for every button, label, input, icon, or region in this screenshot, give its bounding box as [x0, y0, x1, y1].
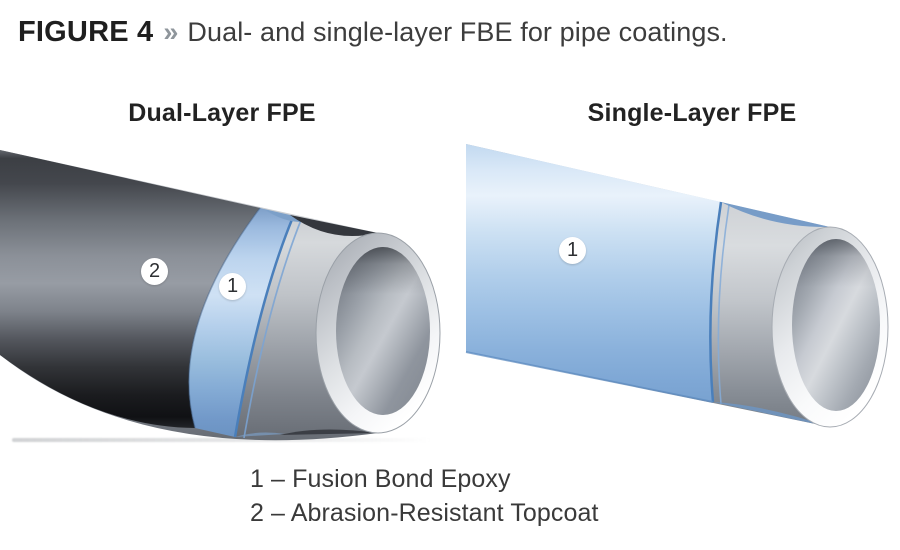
fbe-edge-line: [233, 216, 295, 438]
pipe-bore-shadow: [336, 247, 430, 415]
topcoat-fbe-boundary-line: [188, 207, 261, 429]
bottom-silhouette-fbe-sliver: [235, 432, 285, 437]
top-silhouette-fbe-wedge: [721, 202, 830, 228]
figure-header: FIGURE 4 » Dual- and single-layer FBE fo…: [18, 16, 878, 49]
fbe-edge-line: [709, 201, 723, 403]
fbe-band-layer: [188, 208, 293, 437]
marker-fbe-single: 1: [559, 237, 586, 264]
dual-layer-pipe-illustration: [0, 150, 441, 441]
legend-item-topcoat: 2 – Abrasion-Resistant Topcoat: [250, 499, 599, 527]
top-silhouette-topcoat-wedge: [290, 215, 378, 237]
bottom-silhouette-fbe-sliver: [713, 402, 830, 427]
fbe-bottom-outline: [465, 351, 714, 403]
dual-layer-title: Dual-Layer FPE: [128, 99, 316, 127]
pipe-bore-shadow: [792, 239, 880, 411]
legend-item-fbe: 1 – Fusion Bond Epoxy: [250, 465, 511, 493]
pipe-drop-shadow: [12, 438, 432, 442]
marker-fbe-dual: 1: [219, 273, 246, 300]
legend: 1 – Fusion Bond Epoxy 2 – Abrasion-Resis…: [250, 462, 599, 530]
figure-label: FIGURE 4: [18, 16, 154, 48]
single-layer-pipe-illustration: [465, 144, 889, 428]
fbe-feather-edge-line: [243, 219, 302, 439]
fbe-feather-edge-line: [717, 204, 730, 405]
marker-topcoat-dual: 2: [141, 258, 168, 285]
abrasion-topcoat-layer: [0, 150, 260, 428]
double-chevron-icon: »: [163, 17, 179, 47]
bottom-silhouette-topcoat-wedge: [280, 429, 378, 435]
single-layer-title: Single-Layer FPE: [587, 99, 797, 127]
figure-caption: Dual- and single-layer FBE for pipe coat…: [187, 17, 728, 47]
fbe-coating-layer: [466, 144, 721, 402]
